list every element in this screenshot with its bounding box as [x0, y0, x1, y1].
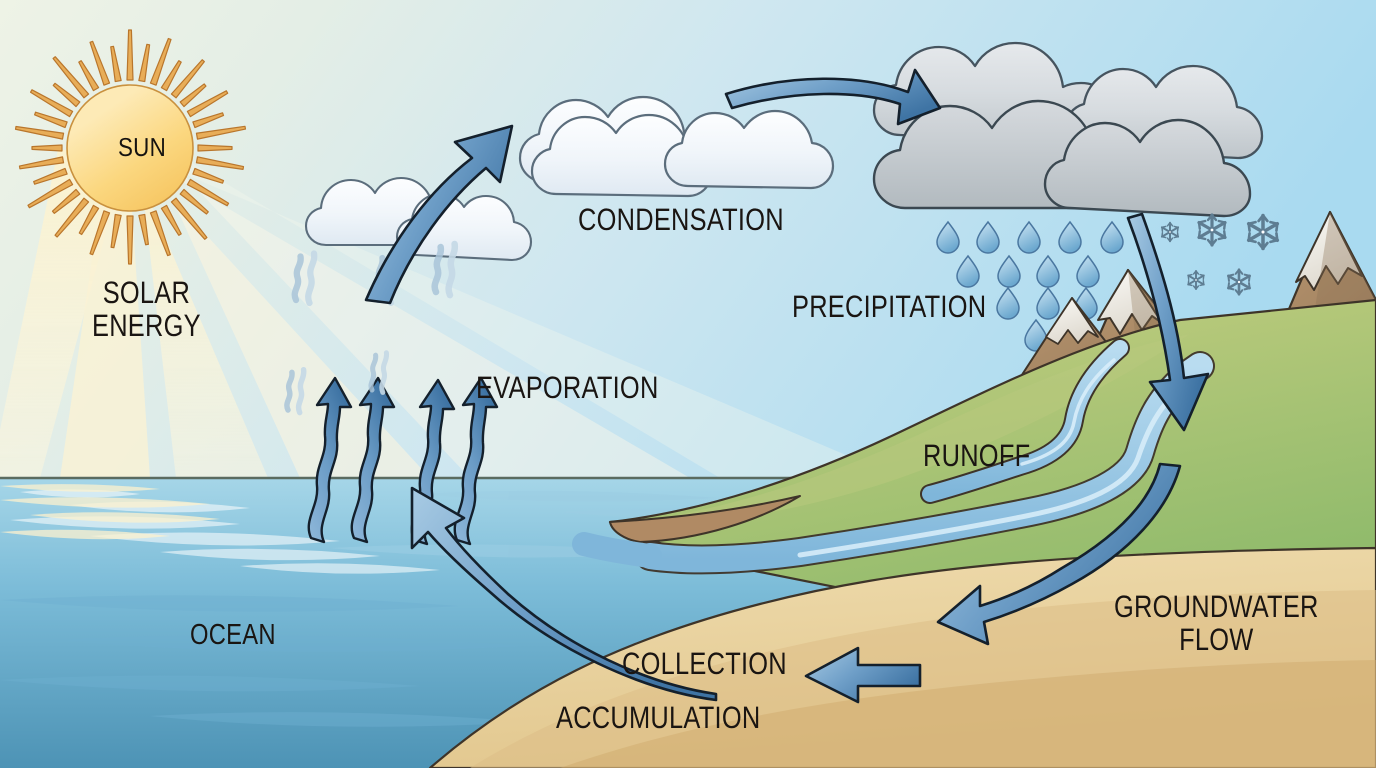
- beach-sand: [428, 546, 1376, 768]
- sun-graphic: [14, 29, 247, 265]
- runoff-river: [572, 338, 1215, 575]
- condensation-cloud-main: [518, 95, 835, 198]
- collection-arrow: [804, 646, 922, 704]
- evaporation-to-condensation-arrow: [364, 124, 514, 305]
- sun-rays: [14, 29, 247, 265]
- condensation-to-precipitation-arrow: [724, 68, 942, 126]
- groundwater-flow-arrow: [936, 462, 1182, 646]
- collection-to-ocean-arrow: [410, 486, 718, 702]
- sun-disc: [66, 84, 194, 212]
- precipitation-to-runoff-arrow: [1126, 212, 1210, 432]
- precipitation-cloud: [872, 41, 1264, 218]
- ocean-highlights-warm: [0, 484, 220, 540]
- ocean-deep-bands: [0, 595, 530, 727]
